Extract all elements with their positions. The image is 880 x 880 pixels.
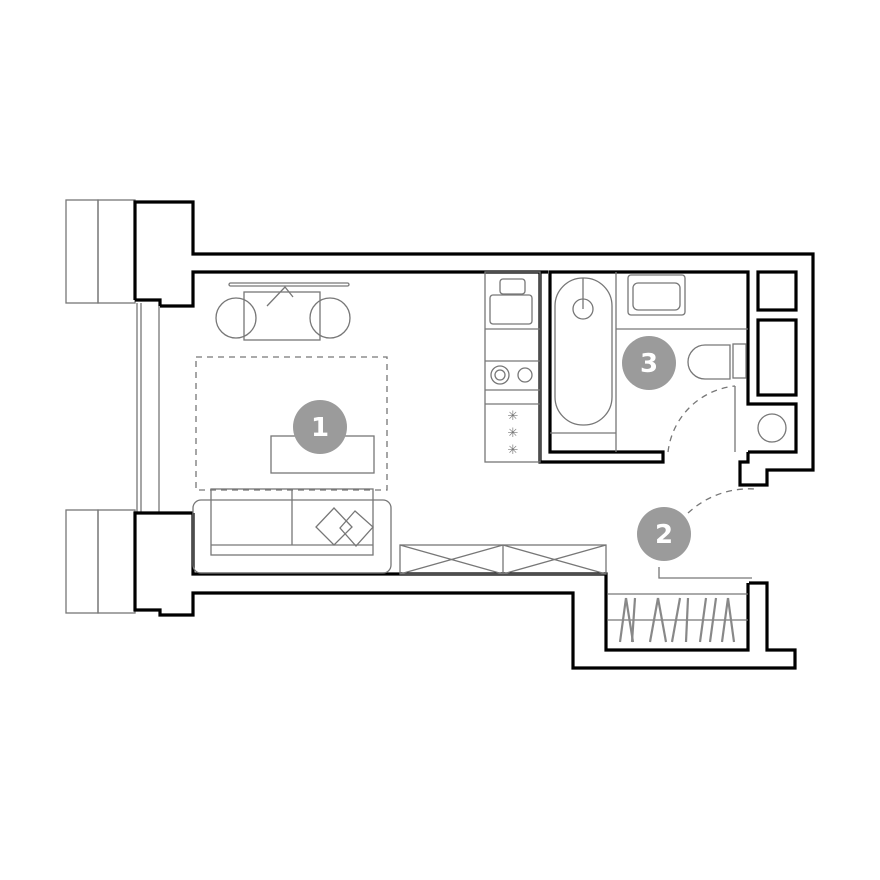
kitchen-sink — [489, 294, 533, 325]
dining-table — [215, 282, 351, 341]
room-number: 1 — [311, 413, 329, 443]
room-badge-bathroom: 3 — [622, 336, 676, 390]
svg-text:✳: ✳ — [508, 409, 519, 424]
room-badge-hallway: 2 — [637, 507, 691, 561]
bed-outline — [195, 356, 388, 491]
entrance-door-swing — [687, 488, 756, 514]
window-bottom — [65, 509, 136, 614]
kitchen: ✳ ✳ ✳ — [484, 271, 541, 463]
balcony-door — [136, 303, 160, 513]
bathtub — [550, 272, 617, 452]
closet-rack — [608, 593, 748, 643]
stove-burner — [490, 365, 510, 385]
bathroom-door-swing — [667, 385, 736, 453]
walls — [133, 200, 815, 670]
bathroom-sink — [616, 274, 748, 330]
room-badge-living-room: 1 — [293, 400, 347, 454]
window-top — [65, 199, 136, 304]
wardrobe — [399, 544, 607, 575]
toilet — [687, 343, 747, 380]
svg-text:✳: ✳ — [508, 426, 519, 441]
svg-text:✳: ✳ — [508, 443, 519, 458]
washing-machine — [757, 413, 787, 443]
room-number: 3 — [640, 349, 658, 379]
sofa — [192, 488, 392, 574]
room-number: 2 — [655, 520, 673, 550]
